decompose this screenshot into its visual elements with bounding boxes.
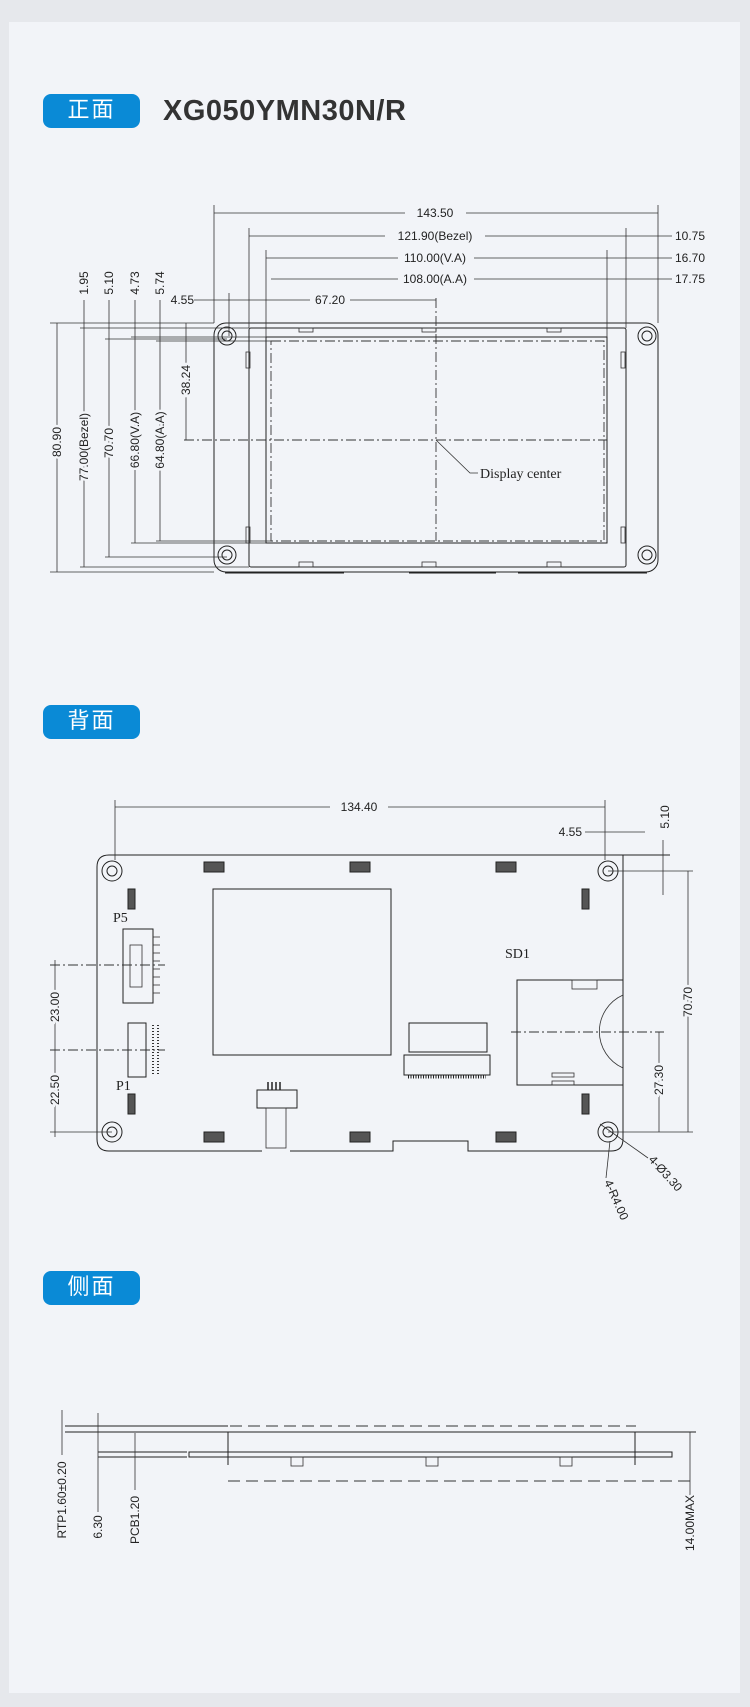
main-chip — [212, 888, 392, 1056]
bezel-outline — [248, 327, 627, 568]
dim-hole-diameter: 4-Ø3.30 — [646, 1153, 686, 1195]
p5-connector — [122, 928, 154, 1004]
side-drawing: 14.00MAX RTP1.60±0.20 6.30 PCB1.20 — [55, 1410, 700, 1554]
dim-pcb-thickness: PCB1.20 — [128, 1496, 142, 1544]
mount-hole-icons — [217, 326, 657, 565]
display-center-label: Display center — [480, 467, 562, 482]
dim-hole-offset: 4.55 — [171, 293, 195, 307]
active-area — [270, 340, 605, 542]
section-label-front: 正面 — [43, 94, 140, 128]
back-drawing: P5 P1 SD1 134.40 4.55 5.10 70.70 27.30 2… — [46, 800, 698, 1223]
dim-max-thickness: 14.00MAX — [683, 1495, 697, 1551]
dim-p5-offset: 23.00 — [48, 992, 62, 1022]
dim-va-width: 110.00(V.A) — [404, 251, 466, 265]
p5-label: P5 — [113, 911, 128, 926]
sd-card-slot — [516, 979, 624, 1086]
mount-hole-icons-back — [101, 860, 619, 1143]
dim-p1-offset: 22.50 — [48, 1075, 62, 1105]
section-label-side: 侧面 — [43, 1271, 140, 1305]
dim-top-4-73: 4.73 — [128, 271, 142, 295]
dim-sd-offset: 27.30 — [652, 1065, 666, 1095]
dim-aa-height: 64.80(A.A) — [153, 411, 167, 468]
dim-bezel-width: 121.90(Bezel) — [398, 229, 473, 243]
dim-aa-width: 108.00(A.A) — [403, 272, 467, 286]
dim-hole-pitch-y: 70.70 — [681, 987, 695, 1017]
bottom-connector — [256, 1089, 298, 1109]
dim-va-height: 66.80(V.A) — [128, 412, 142, 468]
dim-overall-width: 143.50 — [417, 206, 454, 220]
dim-hole-pitch: 70.70 — [102, 428, 116, 458]
dim-top-5-74: 5.74 — [153, 271, 167, 295]
dim-total-thickness: 6.30 — [91, 1515, 105, 1539]
section-label-back: 背面 — [43, 705, 140, 739]
dim-corner-radius: 4-R4.00 — [601, 1178, 631, 1223]
pcb-profile — [188, 1451, 673, 1458]
dim-hole-offset-x: 4.55 — [559, 825, 583, 839]
content-panel — [9, 22, 740, 1693]
display-center-leader — [435, 439, 478, 474]
dim-center-x: 67.20 — [315, 293, 345, 307]
dim-hole-span: 134.40 — [341, 800, 378, 814]
dim-rtp-thickness: RTP1.60±0.20 — [55, 1461, 69, 1538]
p1-label: P1 — [116, 1079, 131, 1094]
dim-top-1-95: 1.95 — [77, 271, 91, 295]
sd1-label: SD1 — [505, 947, 530, 962]
model-title: XG050YMN30N/R — [163, 95, 407, 127]
front-drawing: 143.50 121.90(Bezel) 10.75 110.00(V.A) 1… — [48, 205, 705, 574]
dim-right-17-75: 17.75 — [675, 272, 705, 286]
dim-center-y: 38.24 — [179, 365, 193, 395]
front-tabs — [225, 327, 647, 574]
dim-right-16-70: 16.70 — [675, 251, 705, 265]
dim-right-10-75: 10.75 — [675, 229, 705, 243]
dim-bezel-height: 77.00(Bezel) — [77, 413, 91, 481]
dim-hole-offset-y: 5.10 — [658, 805, 672, 829]
dim-overall-height: 80.90 — [50, 427, 64, 457]
fpc-connector — [408, 1022, 488, 1053]
dim-top-5-10: 5.10 — [102, 271, 116, 295]
back-tabs — [127, 861, 590, 1143]
